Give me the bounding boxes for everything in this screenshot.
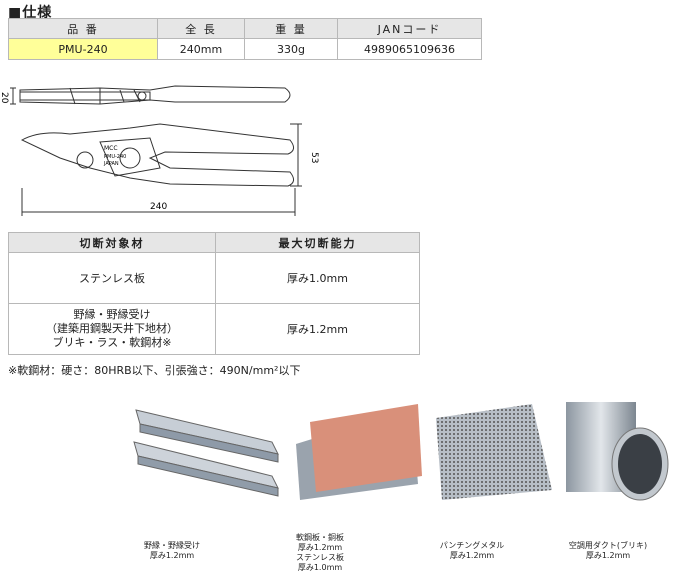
- caption-line: ステンレス板: [296, 553, 344, 562]
- dim-length-line: [21, 188, 296, 216]
- caption-line: 厚み1.2mm: [297, 543, 343, 552]
- photo-ceiling-joists: [132, 402, 282, 498]
- spec-value-row: PMU-240 240mm 330g 4989065109636: [8, 38, 482, 60]
- cut-header-row: 切断対象材 最大切断能力: [8, 232, 420, 253]
- caption-line: 野縁・野縁受け: [144, 541, 200, 550]
- material-line: （建築用鋼製天井下地材）: [46, 322, 178, 335]
- top-view-outline: [19, 85, 291, 105]
- caption-line: 軟鋼板・銅板: [296, 533, 344, 542]
- top-view-jaw: [19, 91, 151, 101]
- footnote: ※軟鋼材：硬さ：80HRB以下、引張強さ：490N/mm²以下: [8, 364, 301, 377]
- tool-drawing: 20 53 240 MCC PMU-240 JAPAN: [0, 85, 319, 216]
- photo-caption: パンチングメタル 厚み1.2mm: [432, 541, 512, 561]
- spec-part-no: PMU-240: [8, 38, 158, 60]
- marking-model: PMU-240: [104, 154, 126, 160]
- spec-length: 240mm: [157, 38, 245, 60]
- side-view-plate: [99, 137, 161, 177]
- top-view-details: [69, 87, 141, 105]
- caption-line: パンチングメタル: [439, 541, 505, 550]
- cut-capacity: 厚み1.2mm: [215, 303, 420, 355]
- dim-thickness-line: [10, 87, 16, 105]
- top-view-pivot: [137, 91, 147, 101]
- cut-row: 野縁・野縁受け （建築用鋼製天井下地材） ブリキ・ラス・軟鋼材※ 厚み1.2mm: [8, 303, 420, 355]
- cut-header-material: 切断対象材: [8, 232, 216, 253]
- spec-table: 品 番 全 長 重 量 JANコード PMU-240 240mm 330g 49…: [8, 18, 482, 60]
- caption-line: 空調用ダクト(ブリキ): [568, 541, 648, 550]
- side-view-hex-bolt: [76, 151, 94, 169]
- photo-caption: 空調用ダクト(ブリキ) 厚み1.2mm: [558, 541, 658, 561]
- dim-length-label: 240: [150, 202, 167, 212]
- cut-row: ステンレス板 厚み1.0mm: [8, 252, 420, 304]
- material-line: ブリキ・ラス・軟鋼材※: [52, 336, 172, 349]
- photo-duct-tube: [566, 402, 669, 501]
- caption-line: 厚み1.0mm: [297, 563, 343, 572]
- photo-copper-steel-sheets: [296, 404, 422, 500]
- cut-header-capacity: 最大切断能力: [215, 232, 420, 253]
- photo-punching-metal: [436, 404, 552, 500]
- section-title: ■仕様: [8, 5, 53, 21]
- marking-brand: MCC: [104, 145, 118, 152]
- caption-line: 厚み1.2mm: [149, 551, 195, 560]
- spec-header-part-no: 品 番: [8, 18, 158, 39]
- marking-origin: JAPAN: [103, 161, 119, 167]
- dim-height-line: [290, 123, 302, 187]
- dim-height-label: 53: [309, 152, 319, 163]
- cut-capacity: 厚み1.0mm: [215, 252, 420, 304]
- spec-header-row: 品 番 全 長 重 量 JANコード: [8, 18, 482, 39]
- spec-jan: 4989065109636: [337, 38, 482, 60]
- spec-weight: 330g: [244, 38, 338, 60]
- spec-header-length: 全 長: [157, 18, 245, 39]
- photo-caption: 野縁・野縁受け 厚み1.2mm: [132, 541, 212, 561]
- material-line: ステンレス板: [79, 272, 145, 285]
- dim-thickness-label: 20: [0, 92, 9, 104]
- cut-material: 野縁・野縁受け （建築用鋼製天井下地材） ブリキ・ラス・軟鋼材※: [8, 303, 216, 355]
- side-view-outline: [20, 123, 294, 187]
- spec-header-weight: 重 量: [244, 18, 338, 39]
- caption-line: 厚み1.2mm: [585, 551, 631, 560]
- side-view-pivot: [119, 147, 141, 169]
- caption-line: 厚み1.2mm: [449, 551, 495, 560]
- cutting-capacity-table: 切断対象材 最大切断能力 ステンレス板 厚み1.0mm 野縁・野縁受け （建築用…: [8, 232, 420, 355]
- spec-header-jan: JANコード: [337, 18, 482, 39]
- cut-material: ステンレス板: [8, 252, 216, 304]
- photo-caption: 軟鋼板・銅板 厚み1.2mm ステンレス板 厚み1.0mm: [280, 533, 360, 573]
- material-line: 野縁・野縁受け: [73, 308, 151, 321]
